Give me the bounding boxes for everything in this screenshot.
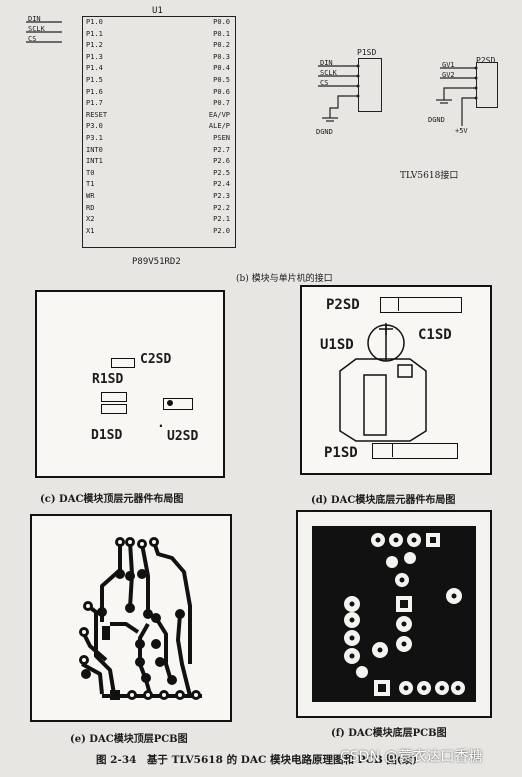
pin-label: SCLK [28,25,45,33]
d1sd-label: D1SD [91,428,123,443]
pin-label: P2.6 [213,157,230,166]
pin-label: P2.1 [213,215,230,224]
u2sd-pin1-dot [167,400,173,406]
p2sd-body [476,62,498,108]
pin-label: EA/VP [208,110,230,119]
pin-label: P0.2 [213,41,230,50]
p1sd-gnd-label: DGND [316,128,333,136]
panel-e-top-pcb [30,514,232,722]
pin-label: P0.0 [213,18,230,26]
r1sd-footprint [101,392,127,402]
pin-label: GV1 [442,61,455,69]
pin-label: P0.5 [213,76,230,84]
pin-label: P3.1 [86,134,103,142]
mcu-body [82,16,236,248]
pin-label: P0.4 [213,64,230,73]
p1sd-footprint [372,443,458,459]
c1sd-board-label: C1SD [418,327,452,343]
u2sd-dot: . [157,416,165,431]
pin-label: X2 [86,215,95,224]
schematic-wires [26,21,478,126]
pin-label: P1.0 [86,18,103,26]
caption-d: (d) DAC模块底层元器件布局图 [311,495,456,506]
caption-f: (f) DAC模块底层PCB图 [331,728,447,739]
panel-f-pads [344,533,465,696]
panel-d-bottom-layout: P2SD U1SD C1SD P1SD [300,285,492,475]
pin-label: T1 [86,180,95,189]
pin-label: P0.6 [213,87,230,96]
pin-label: RD [86,203,95,212]
pin-label: WR [86,192,95,200]
pin-label: X1 [86,226,95,235]
pin-label: P3.0 [86,122,103,131]
pin-label: P0.7 [213,99,230,108]
panel-d-outline-art [339,323,427,442]
p1sd-ref: P1SD [357,48,377,57]
pin-label: INT0 [86,145,103,154]
csdn-watermark: CSDN @蓑衣达口香糖 [340,749,483,765]
pin-label: P2.7 [213,145,230,154]
pin-label: P1.7 [86,99,103,108]
pin-label: P2.4 [213,180,230,189]
pin-label: P1.5 [86,76,103,84]
pin-label: RESET [86,110,108,119]
p2sd-board-label: P2SD [326,297,360,313]
panel-e-pcb-traces [79,537,202,700]
p2sd-footprint [380,297,462,313]
ground-pour [312,526,476,702]
pin-label: P2.3 [213,192,230,200]
r1sd-label: R1SD [92,372,124,387]
pin-label: P1.6 [86,87,103,96]
connector-title: TLV5618接口 [400,171,459,181]
caption-e: (e) DAC模块顶层PCB图 [70,734,188,745]
pin-label: P1.3 [86,52,103,61]
pin-label: P2.5 [213,168,230,177]
u2sd-footprint [163,398,193,410]
pin-label: SCLK [320,69,337,77]
u1sd-board-label: U1SD [320,337,354,353]
d1sd-footprint [101,404,127,414]
mcu-part-name: P89V51RD2 [132,257,181,267]
pin-label: INT1 [86,157,103,166]
pin-label: P0.3 [213,52,230,61]
pin-label: DIN [28,15,41,23]
p2sd-pin1 [380,297,399,311]
pin-label: DIN [320,59,333,67]
panel-c-top-layout: C2SD R1SD D1SD . U2SD [35,290,225,478]
pin-label: P2.0 [213,226,230,235]
pin-label: CS [320,79,329,87]
pin-label: T0 [86,168,95,177]
pin-label: GV2 [442,71,455,79]
pin-label: CS [28,35,37,43]
u2sd-label: U2SD [167,429,199,444]
p1sd-pin1 [372,443,393,457]
pin-label: P0.1 [213,29,230,38]
pin-label: P1.1 [86,29,103,38]
pin-label: P1.2 [86,41,103,50]
p1sd-board-label: P1SD [324,445,358,461]
c2sd-label: C2SD [140,352,172,367]
figure-caption: 图 2-34 基于 TLV5618 的 DAC 模块电路原理图和 PCB 图(续… [96,754,418,766]
c2sd-footprint [111,358,135,368]
p2sd-power-label: +5V [455,127,468,135]
p2sd-ref: P2SD [476,56,496,65]
p2sd-gnd-label: DGND [428,116,445,124]
pin-label: P1.4 [86,64,103,73]
pin-label: ALE/P [208,122,230,131]
mcu-ref: U1 [152,6,163,16]
caption-b: (b) 模块与单片机的接口 [236,274,333,284]
pin-label: PSEN [213,134,230,142]
pin-label: P2.2 [213,203,230,212]
caption-c: (c) DAC模块顶层元器件布局图 [40,494,184,505]
